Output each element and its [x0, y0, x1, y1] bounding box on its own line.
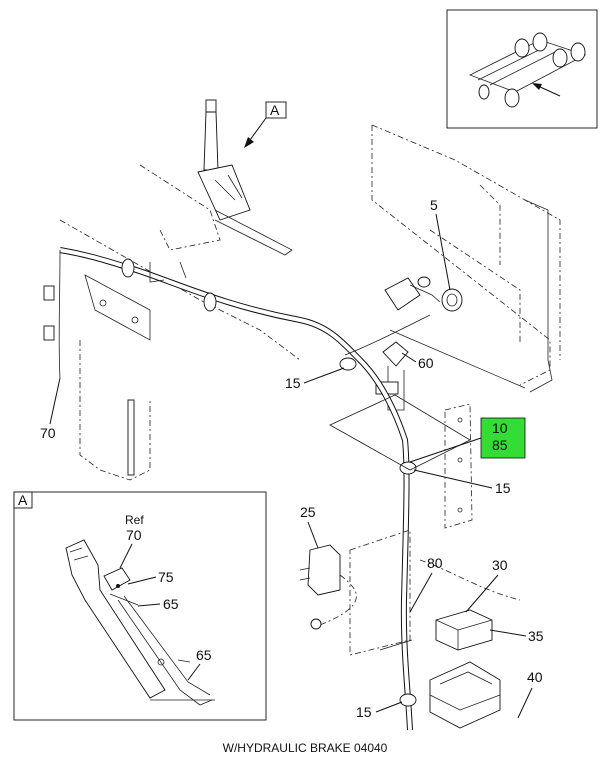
highlight-callout-10: 10: [492, 420, 508, 436]
main-wiring-harness: [43, 247, 431, 731]
harness-clamp-15a: [339, 357, 357, 371]
detail-a-label: A: [18, 492, 28, 508]
brake-pedal-assembly: [197, 99, 293, 256]
callout-60: 60: [418, 355, 434, 371]
lower-bracket: [329, 394, 473, 656]
harness-clamp-15c: [399, 693, 417, 707]
harness-clip-1: [121, 258, 135, 278]
connector-clip-lower: [43, 325, 55, 341]
detail-callout-65-upper: 65: [163, 596, 179, 612]
callout-25: 25: [300, 504, 316, 520]
callout-15-upper: 15: [285, 375, 301, 391]
diagram-caption: W/HYDRAULIC BRAKE 04040: [223, 741, 388, 755]
callout-80: 80: [427, 555, 443, 571]
harness-clamp-15b: [399, 461, 417, 475]
detail-callout-ref: Ref: [125, 513, 144, 527]
connector-clip-upper: [43, 285, 55, 301]
highlight-callout-85: 85: [492, 437, 508, 453]
callouts: 5 60 15 15 15 70 25 80 30 35 40: [40, 197, 544, 720]
truck-wheels: [478, 32, 586, 108]
detail-callout-75: 75: [158, 569, 174, 585]
callout-15-lower: 15: [356, 704, 372, 720]
highlighted-callout-10-85[interactable]: 10 85: [409, 417, 526, 463]
callout-15-middle: 15: [495, 480, 511, 496]
callout-30: 30: [492, 557, 508, 573]
detail-a-box: A Ref 70 75 65 65: [13, 491, 267, 721]
callout-40: 40: [527, 669, 543, 685]
frame-rail: [371, 124, 561, 393]
view-a-marker: A: [244, 101, 287, 148]
view-a-arrow-icon: [244, 137, 254, 148]
truck-locator-inset: [446, 9, 598, 129]
view-a-label: A: [270, 102, 280, 118]
detail-callout-65-lower: 65: [196, 647, 212, 663]
module-30: [435, 609, 493, 651]
brake-switch-assembly: [384, 276, 463, 312]
detail-callout-70: 70: [126, 527, 142, 543]
locator-arrow-icon: [532, 83, 561, 97]
relay-25: [299, 544, 357, 630]
callout-35: 35: [528, 628, 544, 644]
junction-box-40: [419, 559, 521, 729]
callout-70: 70: [40, 425, 56, 441]
floor-plate: [59, 164, 301, 481]
harness-clip-2: [203, 292, 217, 312]
callout-5: 5: [430, 197, 438, 213]
